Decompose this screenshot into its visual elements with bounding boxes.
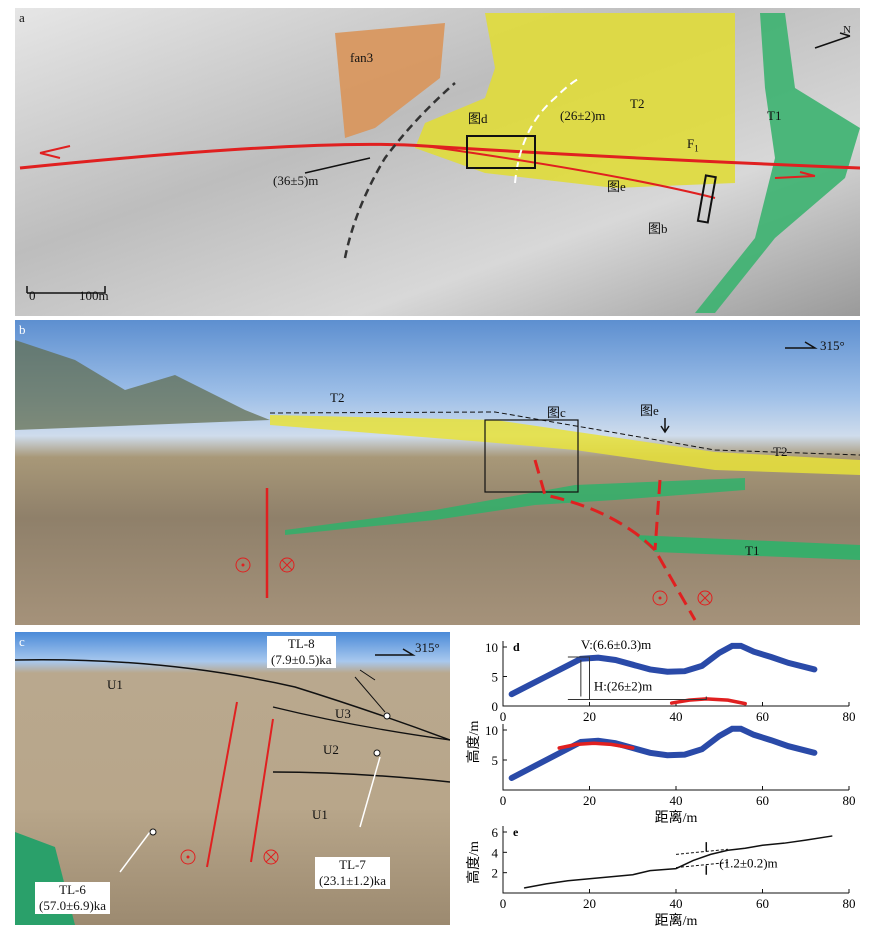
series-profile-line bbox=[508, 725, 818, 781]
panel-letter: a bbox=[19, 10, 25, 25]
tl6-age: (57.0±6.9)ka bbox=[39, 898, 107, 913]
u1-label-bottom: U1 bbox=[312, 807, 328, 822]
t2-band bbox=[270, 415, 860, 475]
x-tick-label: 60 bbox=[756, 896, 769, 911]
scale-100: 100m bbox=[79, 288, 109, 303]
fig-e-label: 图e bbox=[607, 179, 626, 194]
tl8-name: TL-8 bbox=[287, 636, 315, 651]
y-tick-label: 6 bbox=[492, 825, 499, 840]
x-tick-label: 20 bbox=[583, 896, 596, 911]
v-offset-label: V:(6.6±0.3)m bbox=[581, 637, 651, 652]
fig-c-box bbox=[484, 419, 579, 493]
azimuth-label: 315° bbox=[415, 640, 440, 655]
panel-a-map: a fan3 T2 T1 图d (26±2)m (36±5)m 图e 图b F1… bbox=[15, 8, 861, 316]
x-tick-label: 80 bbox=[843, 709, 856, 724]
fault-label: F1 bbox=[687, 136, 699, 154]
azimuth-arrow-icon bbox=[375, 648, 416, 656]
u3-label: U3 bbox=[335, 706, 351, 721]
azimuth-label: 315° bbox=[820, 338, 845, 353]
y-tick-label: 5 bbox=[492, 670, 499, 685]
u1-label-top: U1 bbox=[107, 677, 123, 692]
x-tick-label: 60 bbox=[756, 793, 769, 808]
u2-label: U2 bbox=[323, 742, 339, 757]
azimuth-arrow-icon bbox=[785, 341, 818, 349]
tl6-name: TL-6 bbox=[59, 882, 86, 897]
offset-36-label: (36±5)m bbox=[273, 173, 319, 188]
y-axis-label: 高度/m bbox=[465, 721, 482, 764]
x-tick-label: 60 bbox=[756, 709, 769, 724]
north-label: N bbox=[843, 24, 851, 36]
t1-label: T1 bbox=[767, 108, 782, 123]
t2-label-left: T2 bbox=[330, 390, 345, 405]
panel-letter: e bbox=[513, 825, 519, 839]
series-profile-line bbox=[508, 642, 818, 698]
series-restored-line bbox=[557, 741, 635, 750]
offset-label: (1.2±0.2)m bbox=[719, 856, 777, 871]
x-tick-label: 80 bbox=[843, 793, 856, 808]
y-tick-label: 4 bbox=[492, 845, 499, 860]
x-tick-label: 40 bbox=[670, 896, 683, 911]
x-tick-label: 20 bbox=[583, 709, 596, 724]
map-overlay bbox=[19, 13, 861, 313]
panel-letter: b bbox=[19, 322, 26, 337]
sample-marker-icon bbox=[149, 712, 391, 836]
panel-b-photo: b 315° T2 T2 T1 图c 图e bbox=[15, 320, 861, 625]
t1-label: T1 bbox=[745, 543, 760, 558]
offset-channel-dashed bbox=[343, 82, 456, 259]
tl7-age: (23.1±1.2)ka bbox=[319, 873, 387, 888]
offset-dashed-lines bbox=[675, 848, 728, 869]
y-tick-label: 10 bbox=[485, 723, 498, 738]
h-offset-label: H:(26±2)m bbox=[594, 679, 652, 694]
tl7-callout: TL-7(23.1±1.2)ka bbox=[315, 857, 391, 889]
y-tick-label: 5 bbox=[492, 753, 499, 768]
photo-b-overlay bbox=[15, 340, 861, 621]
panel-letter: d bbox=[513, 640, 520, 654]
north-arrow-icon bbox=[814, 32, 851, 49]
x-tick-label: 0 bbox=[500, 709, 507, 724]
panel-letter: c bbox=[19, 634, 25, 649]
fig-b-box bbox=[696, 174, 717, 224]
fault-dashed bbox=[533, 459, 697, 621]
x-tick-label: 80 bbox=[843, 896, 856, 911]
fan3-area bbox=[335, 23, 445, 138]
fig-d-box bbox=[466, 135, 536, 169]
y-tick-label: 10 bbox=[485, 640, 498, 655]
x-tick-label: 20 bbox=[583, 793, 596, 808]
fig-e-label: 图e bbox=[640, 403, 659, 418]
x-tick-label: 0 bbox=[500, 793, 507, 808]
t1-band bbox=[285, 478, 745, 535]
tl7-name: TL-7 bbox=[339, 857, 366, 872]
scale-zero: 0 bbox=[29, 288, 36, 303]
fig-b-label: 图b bbox=[648, 221, 668, 236]
series-profile-line bbox=[523, 835, 833, 889]
fault-name: F bbox=[687, 136, 695, 151]
fault-subscript: 1 bbox=[694, 143, 699, 154]
x-tick-label: 40 bbox=[670, 709, 683, 724]
t2-label: T2 bbox=[630, 96, 645, 111]
t1-area bbox=[695, 13, 860, 313]
away-symbol-icon bbox=[279, 557, 295, 573]
t2-label-right: T2 bbox=[773, 444, 788, 459]
x-tick-label: 40 bbox=[670, 793, 683, 808]
fig-d-label: 图d bbox=[468, 111, 488, 126]
offset-measure-lines bbox=[567, 656, 707, 701]
fig-c-label: 图c bbox=[547, 405, 566, 420]
x-tick-label: 0 bbox=[500, 896, 507, 911]
y-tick-label: 0 bbox=[492, 699, 499, 714]
fan3-label: fan3 bbox=[350, 50, 374, 65]
y-tick-label: 2 bbox=[492, 866, 499, 881]
x-axis-label: 距离/m bbox=[655, 809, 698, 826]
x-axis-label: 距离/m bbox=[655, 912, 698, 929]
tl8-age: (7.9±0.5)ka bbox=[271, 652, 332, 667]
tl6-callout: TL-6(57.0±6.9)ka bbox=[35, 882, 111, 914]
panel-c-photo: c 315° U1 U1 U2 U3 TL-8(7.9±0.5)ka TL-7(… bbox=[14, 632, 451, 925]
tl8-callout: TL-8(7.9±0.5)ka bbox=[267, 636, 336, 668]
t2-area bbox=[415, 13, 735, 188]
y-axis-label: 高度/m bbox=[465, 841, 482, 884]
offset-26-label: (26±2)m bbox=[560, 108, 606, 123]
